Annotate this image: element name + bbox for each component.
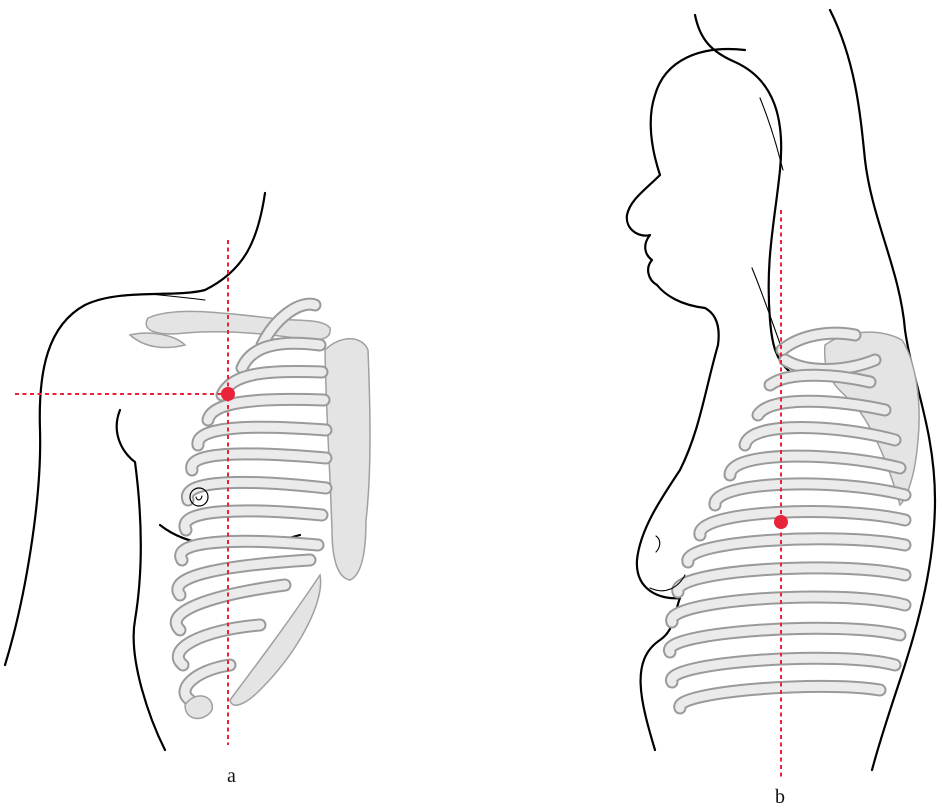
panel-b: b [627,10,935,808]
marker-point-b [774,515,788,529]
panel-label-b: b [775,786,785,808]
rib-cage-a [176,304,326,718]
panel-a: a [5,193,370,787]
marker-point-a [221,387,235,401]
panel-label-a: a [227,765,236,787]
